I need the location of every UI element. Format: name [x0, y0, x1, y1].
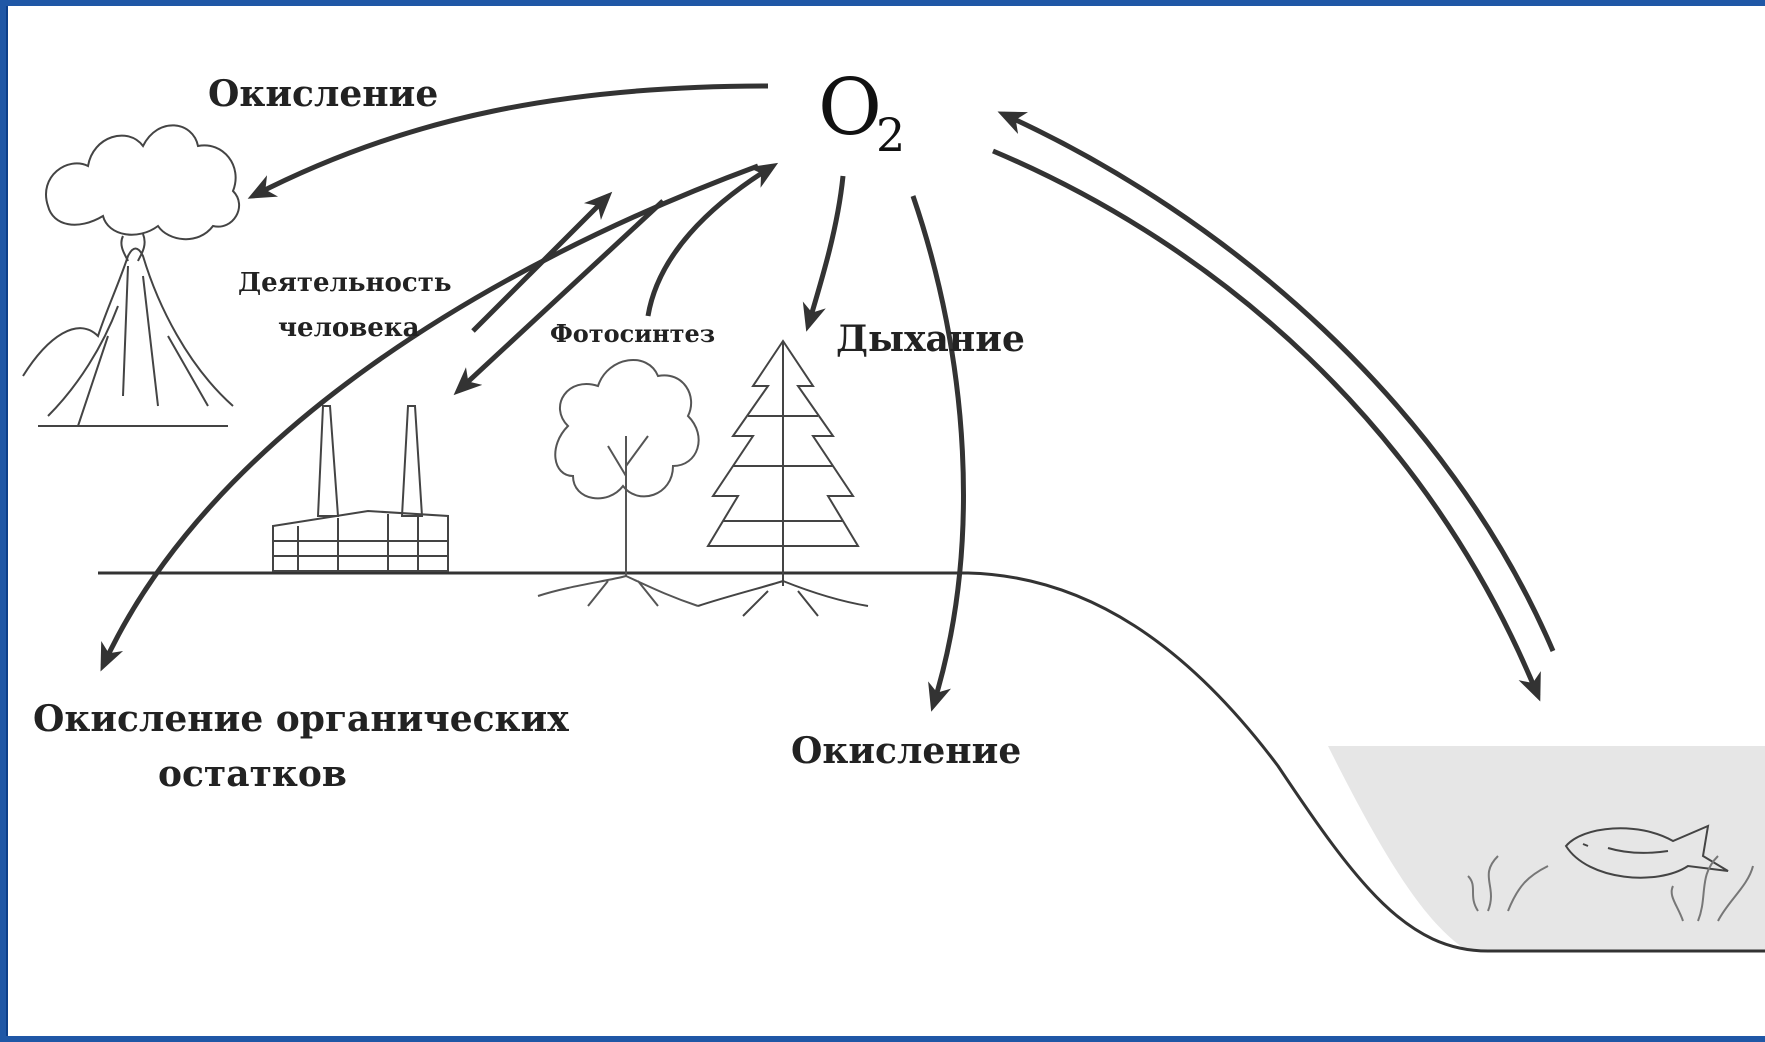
arrow-human-activity-down — [458, 201, 663, 391]
diagram-canvas: O 2 Окисление Деятельность человека Фото… — [6, 6, 1765, 1036]
label-respiration: Дыхание — [836, 318, 1025, 360]
label-oxidation-bottom: Окисление — [791, 730, 1021, 772]
arrow-to-bottom-oxidation — [913, 196, 963, 706]
water-area — [1328, 746, 1765, 951]
arrow-respiration — [808, 176, 843, 326]
arrow-to-water — [993, 151, 1538, 696]
label-human-activity-2: человека — [278, 313, 420, 343]
factory-icon — [273, 406, 448, 571]
label-oxidation-organic-1: Окисление органических — [33, 698, 569, 740]
o2-label: O — [818, 63, 882, 153]
arrow-human-activity-up — [473, 196, 608, 331]
label-oxidation-organic-2: остатков — [158, 753, 347, 795]
label-photosynthesis: Фотосинтез — [550, 319, 715, 348]
o2-subscript: 2 — [876, 108, 905, 162]
label-human-activity-1: Деятельность — [238, 268, 451, 298]
deciduous-tree-icon — [538, 360, 699, 606]
cycle-arrows — [103, 86, 1553, 706]
oxygen-cycle-diagram: O 2 Окисление Деятельность человека Фото… — [8, 6, 1765, 1036]
label-oxidation-volcano: Окисление — [208, 73, 438, 115]
conifer-tree-icon — [698, 341, 868, 616]
volcano-icon — [23, 125, 239, 426]
arrow-photosynthesis — [648, 166, 773, 316]
